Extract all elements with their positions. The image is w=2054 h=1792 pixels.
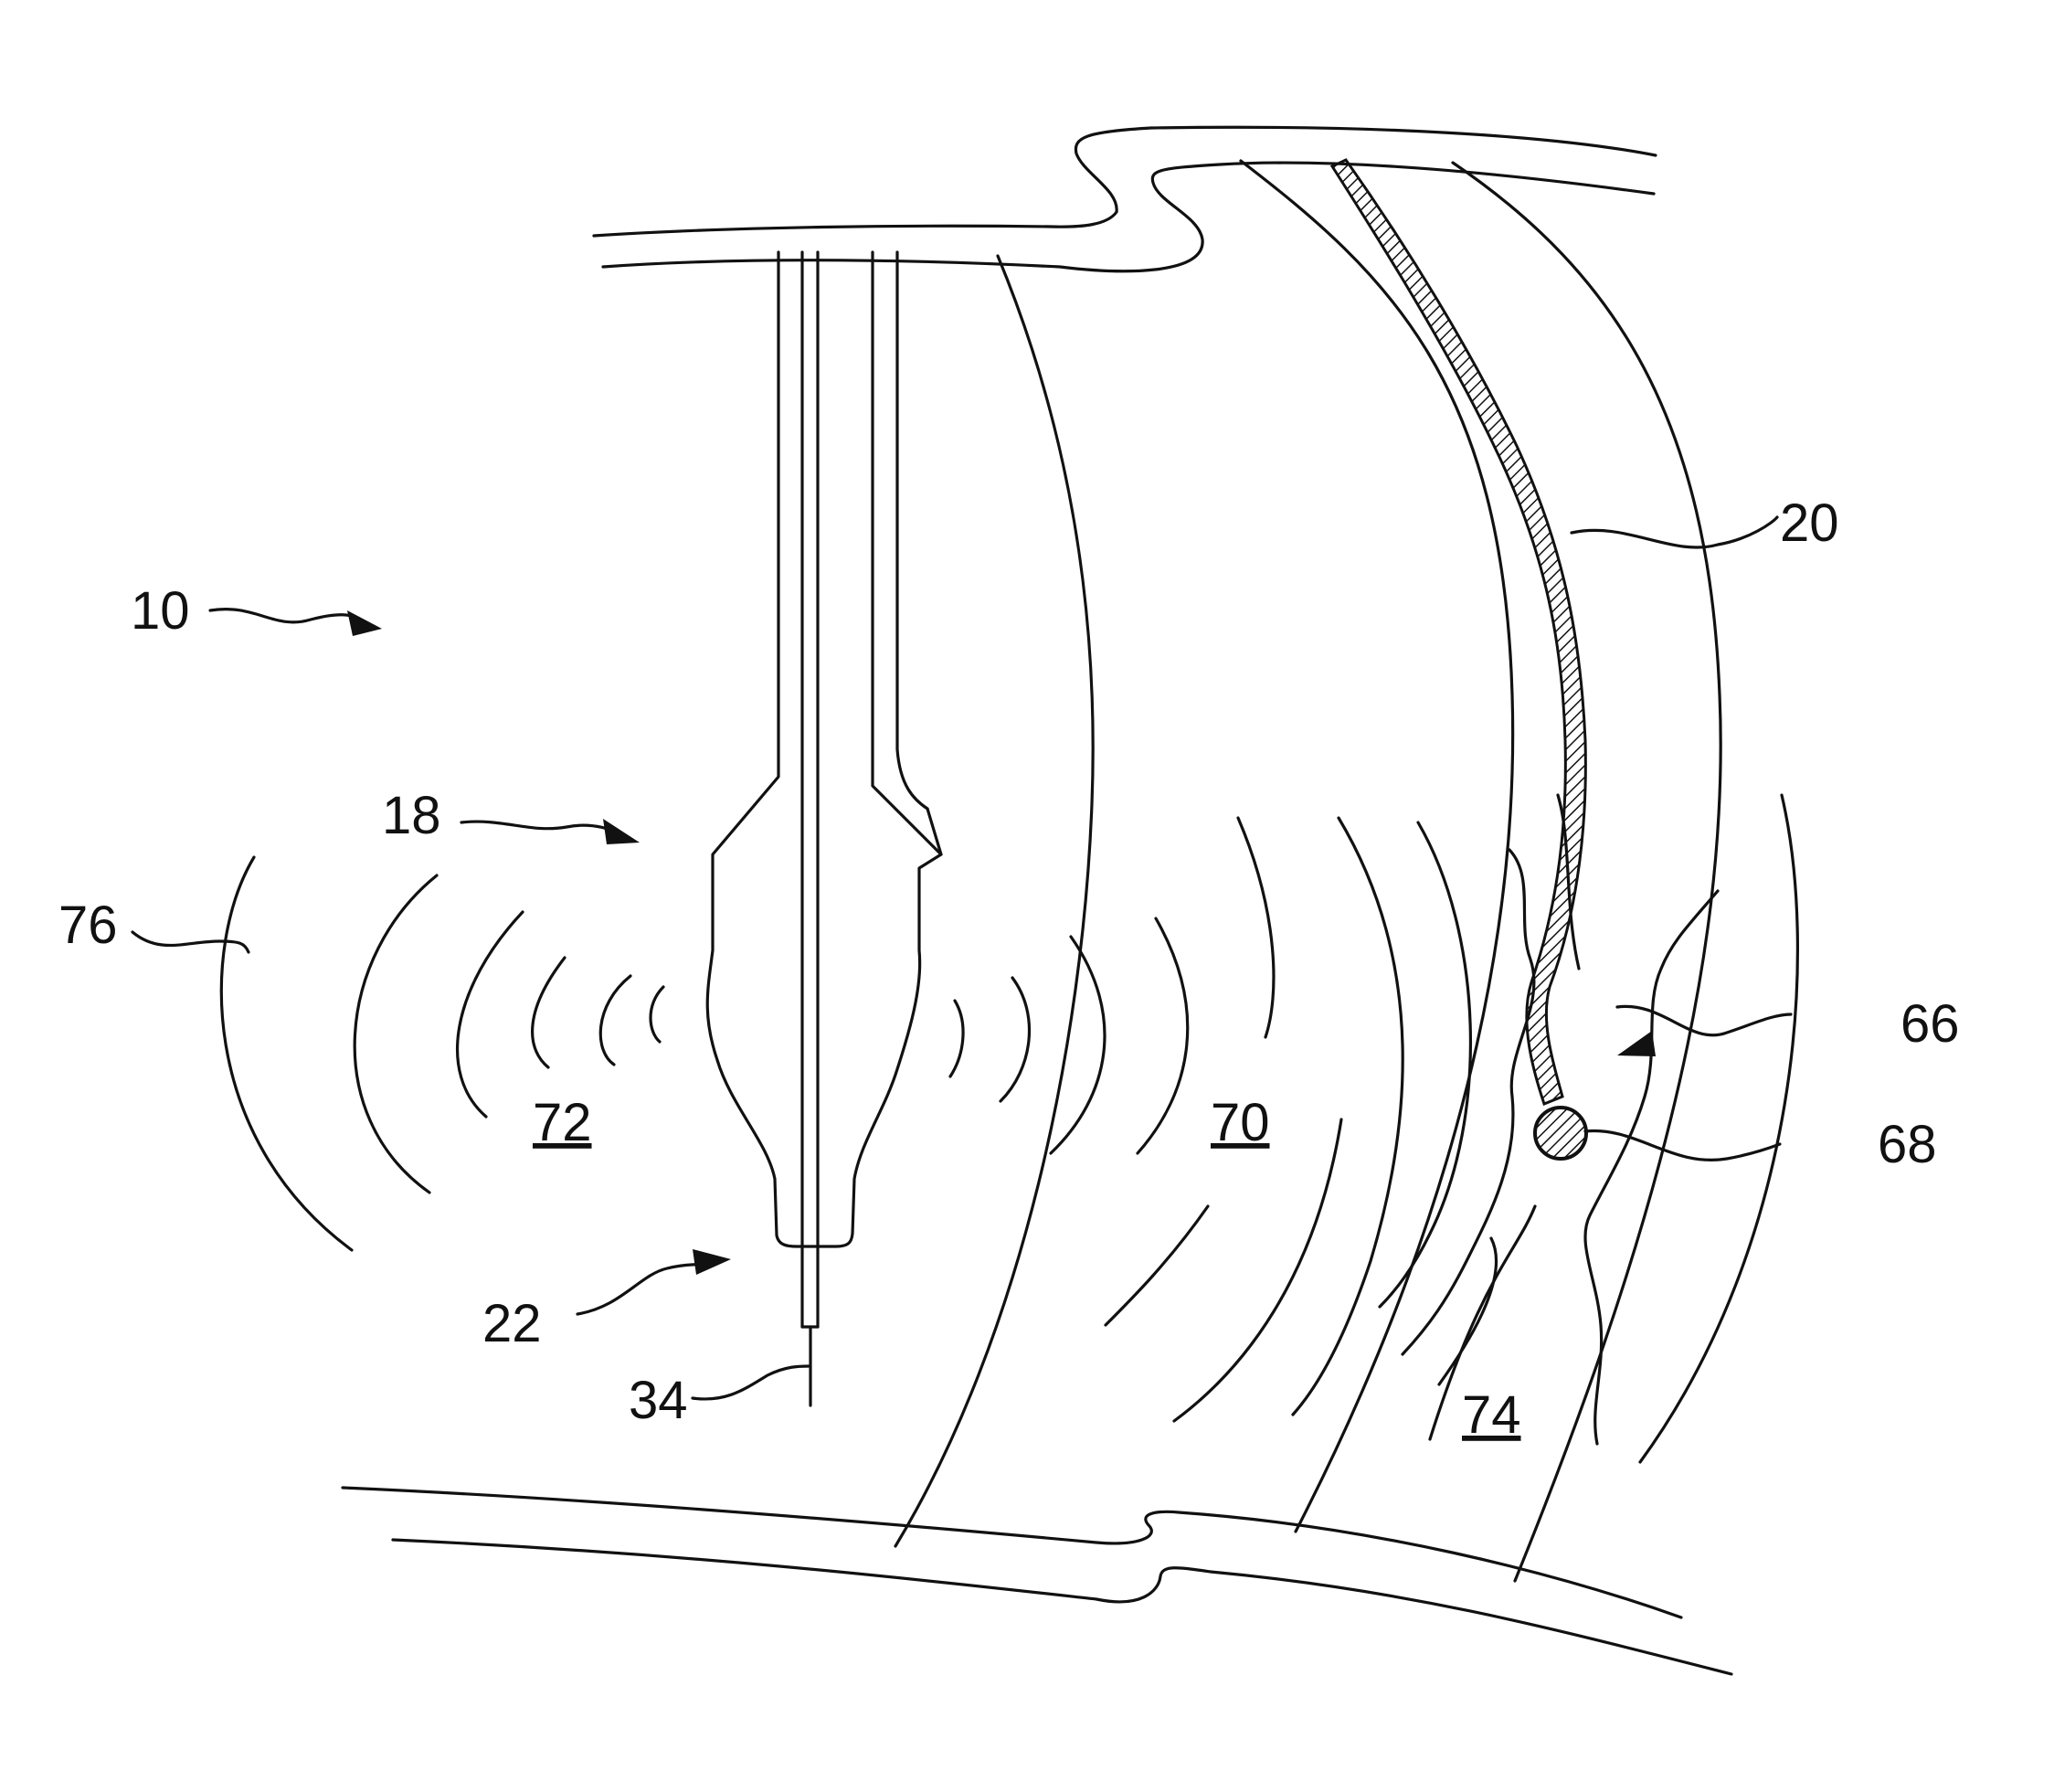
label-70: 70	[1211, 1093, 1270, 1152]
label-34: 34	[629, 1371, 688, 1430]
label-22: 22	[482, 1294, 542, 1353]
label-74: 74	[1462, 1385, 1521, 1445]
ball-tip	[1535, 1108, 1586, 1159]
label-20: 20	[1780, 493, 1839, 553]
label-10: 10	[131, 581, 190, 641]
label-66: 66	[1900, 994, 1960, 1054]
hatched-wire	[1332, 160, 1586, 1159]
lower-vessel-wall	[343, 1488, 1731, 1674]
left-waves	[221, 857, 663, 1250]
tissue-layers	[895, 161, 1720, 1581]
upper-vessel-wall	[594, 127, 1656, 270]
label-18: 18	[382, 786, 441, 845]
label-68: 68	[1878, 1115, 1937, 1174]
label-76: 76	[58, 896, 118, 955]
reference-labels: 10 18 76 72 70 20 66 68 22 34 74	[58, 493, 1960, 1445]
label-72: 72	[533, 1093, 592, 1152]
catheter	[707, 252, 941, 1327]
